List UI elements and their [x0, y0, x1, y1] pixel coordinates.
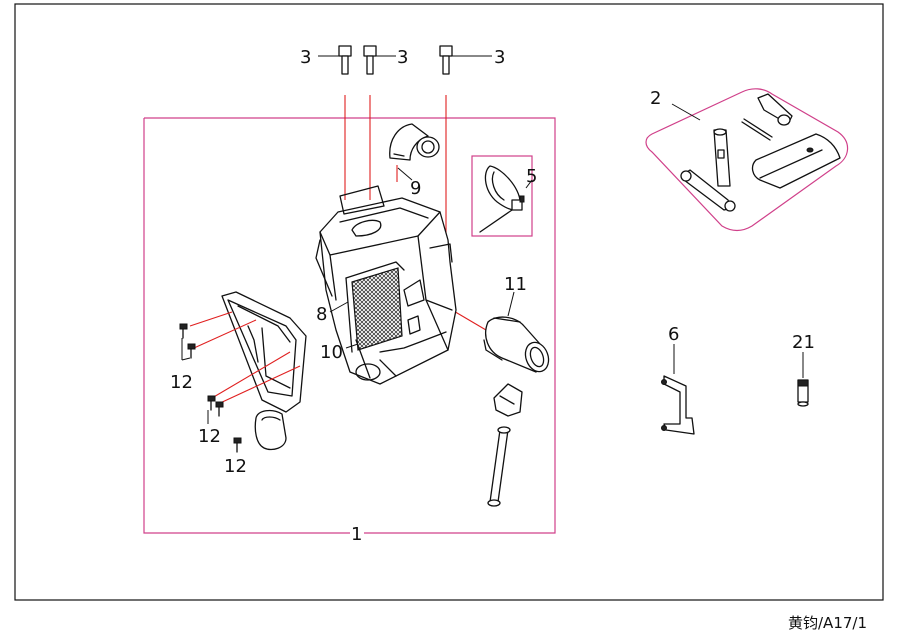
callout-3c: 3: [494, 47, 505, 68]
callout-12b: 12: [198, 426, 221, 447]
callout-11: 11: [504, 274, 527, 295]
callout-6: 6: [668, 324, 679, 345]
assembly-group-frame: [143, 117, 556, 534]
callout-2: 2: [650, 88, 661, 109]
callout-8: 8: [316, 304, 327, 325]
cover-pad: [254, 409, 287, 451]
callout-21: 21: [792, 332, 815, 353]
bolt-leader-lines: [344, 95, 487, 331]
callout-12a: 12: [170, 372, 193, 393]
callout-3b: 3: [397, 47, 408, 68]
rubber-connector: [483, 291, 550, 373]
pin: [797, 352, 809, 407]
drain-tube: [487, 383, 523, 507]
filter-element: [345, 261, 405, 353]
drawing-frame: [14, 3, 884, 601]
screw-12b: [207, 395, 224, 424]
bolt-3c: [439, 45, 492, 75]
callout-1: 1: [351, 524, 362, 545]
elbow-duct: [389, 123, 440, 181]
callout-5: 5: [526, 166, 537, 187]
screw-12c: [233, 437, 242, 453]
tool-kit-group: [645, 88, 849, 232]
bolt-3a: [318, 45, 352, 75]
callout-3a: 3: [300, 47, 311, 68]
callout-9: 9: [410, 178, 421, 199]
callout-10: 10: [320, 342, 343, 363]
screw-12a: [179, 323, 196, 361]
callout-12c: 12: [224, 456, 247, 477]
drawing-reference: 黄钧/A17/1: [788, 614, 867, 632]
bolt-3b: [363, 45, 396, 75]
bracket: [661, 344, 695, 435]
air-cleaner-cover: [189, 291, 307, 413]
hose-band-group: [471, 155, 533, 237]
